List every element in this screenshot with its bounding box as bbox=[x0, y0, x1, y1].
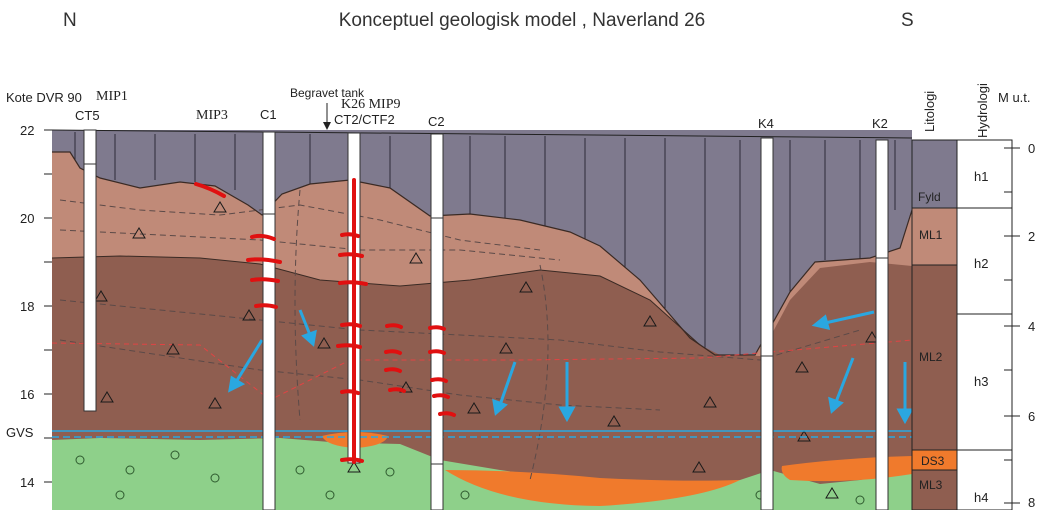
elevation-tick-18: 18 bbox=[20, 299, 35, 314]
borehole-label-k2: K2 bbox=[872, 116, 888, 131]
borehole-label-k4: K4 bbox=[758, 116, 774, 131]
elevation-tick-22: 22 bbox=[20, 123, 35, 138]
flow-arrows bbox=[228, 309, 912, 425]
tank-arrow-head bbox=[323, 122, 331, 130]
borehole-label-mip3: MIP3 bbox=[196, 108, 228, 123]
borehole-label-mip1: MIP1 bbox=[96, 89, 128, 104]
depth-tick-6: 6 bbox=[1028, 409, 1036, 424]
direction-north: N bbox=[63, 10, 77, 31]
hydrologi-frame bbox=[956, 139, 1013, 510]
hydrologi-header: Hydrologi bbox=[975, 83, 990, 138]
litologi-ml2-label: ML2 bbox=[919, 350, 943, 364]
borehole-label-k26: K26 MIP9 bbox=[341, 97, 401, 112]
litologi-ml1 bbox=[912, 208, 957, 265]
borehole-markers bbox=[84, 163, 888, 465]
litologi-ml2 bbox=[912, 265, 957, 450]
depth-tick-2: 2 bbox=[1028, 229, 1036, 244]
hydrologi-h4: h4 bbox=[974, 490, 989, 505]
fill-boundary bbox=[52, 151, 912, 356]
litologi-ml1-label: ML1 bbox=[919, 228, 943, 242]
hydrologi-h1: h1 bbox=[974, 169, 989, 184]
borehole-label-ct5: CT5 bbox=[75, 108, 100, 123]
litologi-header: Litologi bbox=[922, 90, 937, 132]
diagram-title: Konceptuel geologisk model , Naverland 2… bbox=[338, 10, 706, 31]
litologi-ds3-label: DS3 bbox=[921, 454, 945, 468]
borehole-columns bbox=[83, 129, 889, 510]
hydrologi-h2: h2 bbox=[974, 256, 989, 271]
borehole-label-c1: C1 bbox=[260, 107, 277, 122]
litologi-ds3 bbox=[912, 450, 957, 470]
depth-tick-0: 0 bbox=[1028, 141, 1036, 156]
litologi-ml3-label: ML3 bbox=[919, 478, 943, 492]
depth-axis bbox=[1004, 140, 1020, 510]
sand-lens-2 bbox=[445, 470, 740, 506]
buried-tank-label: Begravet tank bbox=[290, 86, 365, 100]
elevation-tick-16: 16 bbox=[20, 387, 35, 402]
gravel-circles bbox=[75, 450, 865, 505]
elevation-axis-label: Kote DVR 90 bbox=[6, 90, 82, 105]
hydrologi-h3: h3 bbox=[974, 374, 989, 389]
elevation-tick-14: 14 bbox=[20, 475, 35, 490]
borehole-label-ct2: CT2/CTF2 bbox=[334, 112, 395, 127]
gvs-label: GVS bbox=[6, 425, 34, 440]
litologi-fyld: Fyld bbox=[918, 190, 941, 204]
ml1-boundary bbox=[52, 255, 701, 346]
fill-hatch bbox=[74, 132, 896, 356]
borehole-label-c2: C2 bbox=[428, 114, 445, 129]
gravel-markers bbox=[94, 201, 879, 499]
depth-tick-8: 8 bbox=[1028, 495, 1036, 510]
direction-south: S bbox=[901, 10, 914, 31]
litologi-ml3 bbox=[912, 470, 957, 510]
elevation-axis-ticks bbox=[44, 129, 52, 483]
contamination-marks bbox=[194, 178, 456, 464]
depth-tick-4: 4 bbox=[1028, 319, 1036, 334]
ground-surface bbox=[51, 129, 913, 139]
elevation-tick-20: 20 bbox=[20, 211, 35, 226]
depth-axis-label: M u.t. bbox=[998, 90, 1031, 105]
